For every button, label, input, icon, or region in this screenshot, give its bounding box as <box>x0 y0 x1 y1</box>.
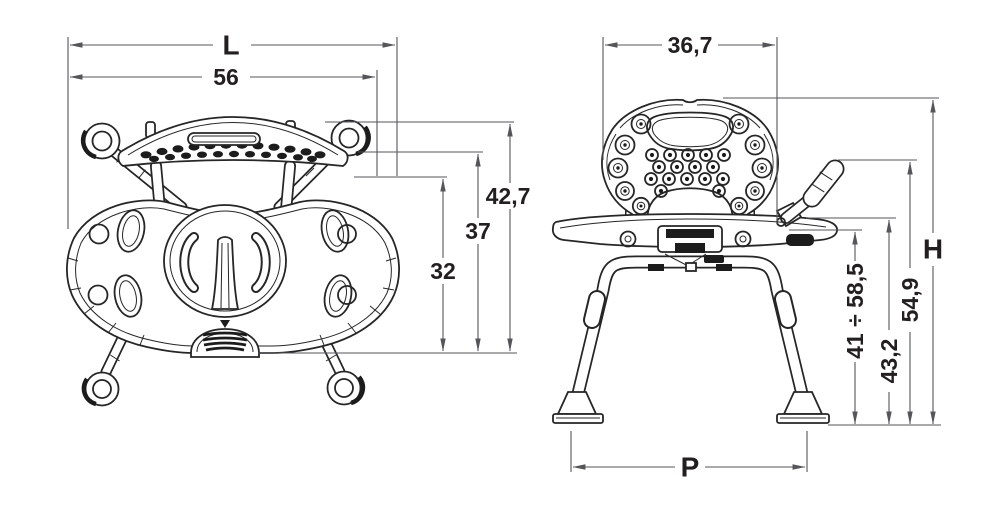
seat-front-grip <box>190 320 260 358</box>
backrest-holes-large <box>607 113 773 216</box>
front-view-foot-right <box>776 391 830 424</box>
dim-overall-width: L <box>67 30 398 229</box>
dim-label-seat-height-range: 41 ÷ 58,5 <box>842 263 868 359</box>
dim-seat-height-range: 41 ÷ 58,5 <box>789 229 868 425</box>
dim-label-overall-width: L <box>222 30 239 61</box>
dim-label-width-56: 56 <box>213 64 239 90</box>
front-view-legs <box>552 255 830 424</box>
dim-backrest-width: 36,7 <box>602 31 778 224</box>
front-view-foot-left <box>552 391 604 424</box>
dim-label-depth-42-7: 42,7 <box>486 183 531 209</box>
dim-width-56: 56 <box>69 63 378 176</box>
front-view-backrest <box>601 98 779 223</box>
dim-base-depth: P <box>570 431 808 483</box>
backrest-holes-small <box>644 148 731 198</box>
dim-label-handle-height: 54,9 <box>897 278 923 323</box>
dim-label-depth-37: 37 <box>465 218 491 244</box>
dim-label-backrest-width: 36,7 <box>668 32 713 58</box>
dimensions-top-view: L 56 42,7 37 32 <box>67 30 534 354</box>
dim-handle-height: 54,9 <box>838 159 923 425</box>
front-view-seat <box>551 213 838 272</box>
dim-depth-42-7: 42,7 <box>325 121 534 352</box>
dim-label-depth-32: 32 <box>430 258 456 284</box>
dimensions-front-view: 36,7 H 54,9 43,2 41 ÷ 58,5 <box>570 31 948 483</box>
dim-label-armrest-height: 43,2 <box>876 339 902 384</box>
dim-depth-37: 37 <box>358 151 497 352</box>
top-view-rear-feet <box>80 119 371 160</box>
front-view <box>551 98 845 424</box>
backrest-handle-slot <box>187 132 261 146</box>
backrest-handle-cutout <box>646 111 734 152</box>
top-view <box>66 116 400 407</box>
top-view-front-feet <box>81 370 366 407</box>
dim-overall-height: H <box>723 97 948 425</box>
top-view-seat <box>66 199 400 358</box>
seat-clamp <box>648 225 732 272</box>
dim-label-overall-height: H <box>923 234 943 265</box>
dim-label-base-depth: P <box>681 452 700 483</box>
top-view-backrest <box>117 116 349 216</box>
front-view-armrest <box>775 159 845 228</box>
dim-armrest-height: 43,2 <box>806 217 902 425</box>
dim-depth-32: 32 <box>354 176 462 352</box>
